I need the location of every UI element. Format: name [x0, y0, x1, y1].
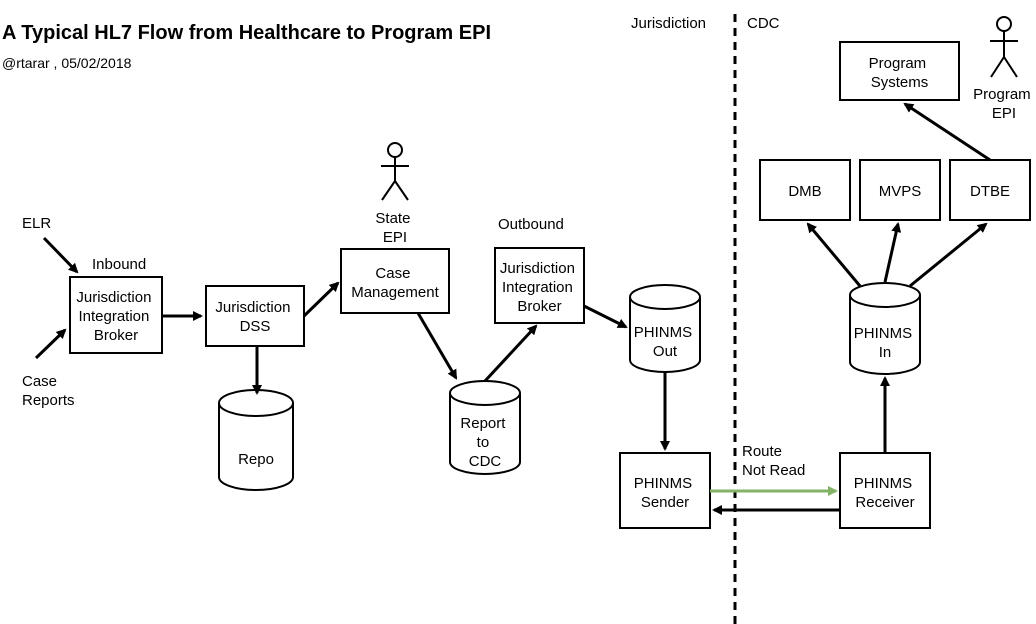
program-systems-box: Program Systems [839, 41, 960, 101]
arrow-case-reports-to-inbound-broker [34, 328, 67, 360]
program-epi-label: Program EPI [973, 86, 1035, 122]
page-title: A Typical HL7 Flow from Healthcare to Pr… [2, 22, 491, 44]
arrow-dss-to-case-management [302, 281, 340, 318]
state-epi-label: State EPI [375, 210, 414, 246]
arrow-case-management-to-report [416, 312, 458, 380]
svg-text:Report to CDC: Report to CDC [460, 415, 509, 470]
phinms-out-database: PHINMS Out [629, 284, 701, 373]
svg-text:Case Management: Case Management [351, 265, 439, 301]
svg-text:PHINMS In: PHINMS In [854, 325, 917, 361]
state-epi-actor-icon [381, 142, 409, 201]
dtbe-box: DTBE [949, 159, 1031, 221]
arrow-phinms-in-to-mvps [883, 222, 902, 283]
svg-text:Jurisdiction DSS: Jurisdiction DSS [215, 299, 294, 335]
arrow-phinms-in-to-dmb [806, 222, 862, 287]
arrow-outbound-broker-to-phinms-out [583, 304, 628, 329]
phinms-receiver-box: PHINMS Receiver [839, 452, 931, 529]
svg-text:Program Systems: Program Systems [869, 55, 931, 91]
program-epi-actor-icon [990, 16, 1018, 78]
inbound-label: Inbound [92, 256, 146, 273]
mvps-box: MVPS [859, 159, 941, 221]
jurisdiction-integration-broker-inbound-box: Jurisdiction Integration Broker [69, 276, 163, 354]
report-to-cdc-database: Report to CDC [449, 380, 521, 475]
svg-text:DMB: DMB [788, 183, 821, 200]
svg-text:MVPS: MVPS [879, 183, 922, 200]
svg-text:PHINMS Receiver: PHINMS Receiver [854, 475, 917, 511]
route-not-read-label: Route Not Read [742, 443, 805, 479]
dmb-box: DMB [759, 159, 851, 221]
svg-text:DTBE: DTBE [970, 183, 1010, 200]
arrow-phinms-in-to-dtbe [909, 222, 988, 288]
phinms-sender-box: PHINMS Sender [619, 452, 711, 529]
svg-text:Jurisdiction Integration: Jurisdiction Integration Broker [76, 289, 155, 344]
case-reports-label: Case Reports [22, 373, 75, 409]
case-management-box: Case Management [340, 248, 450, 314]
repo-database: Repo [218, 389, 294, 491]
arrow-dtbe-to-program-systems [903, 102, 991, 162]
svg-text:Jurisdiction Integration: Jurisdiction Integration Broker [500, 260, 579, 315]
svg-text:PHINMS Out: PHINMS Out [634, 324, 697, 360]
page-subtitle: @rtarar , 05/02/2018 [2, 55, 132, 71]
phinms-in-database: PHINMS In [849, 282, 921, 375]
zone-label-jurisdiction: Jurisdiction [631, 15, 706, 32]
zone-label-cdc: CDC [747, 15, 780, 32]
arrow-report-to-outbound-broker [483, 324, 538, 383]
jurisdiction-dss-box: Jurisdiction DSS [205, 285, 305, 347]
jurisdiction-integration-broker-outbound-box: Jurisdiction Integration Broker [494, 247, 585, 324]
elr-label: ELR [22, 215, 51, 232]
svg-text:PHINMS Sender: PHINMS Sender [634, 475, 697, 511]
svg-text:Repo: Repo [238, 451, 274, 468]
outbound-label: Outbound [498, 216, 564, 233]
arrow-elr-to-inbound-broker [42, 236, 79, 274]
